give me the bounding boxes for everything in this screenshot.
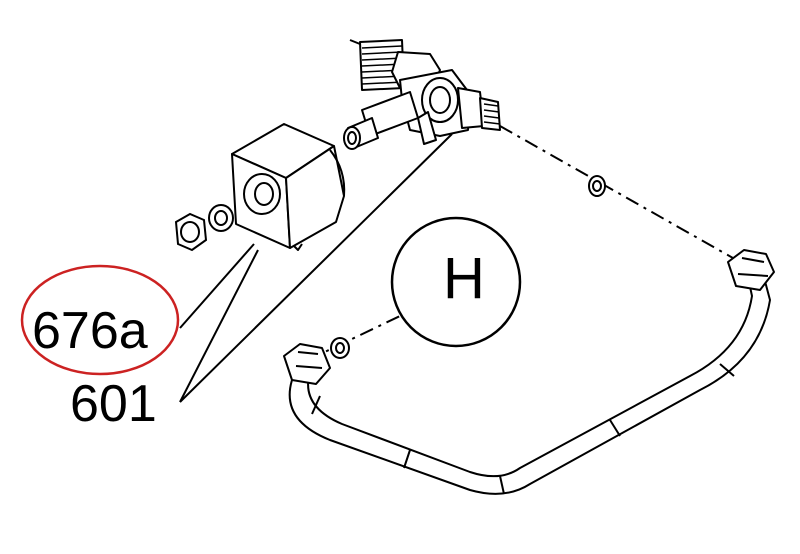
detail-circle [390,216,522,348]
solenoid-coil [231,123,346,251]
part-number-601-label: 601 [70,375,157,433]
highlight-ellipse [20,264,180,376]
small-washers [330,175,606,359]
leader-lines [179,133,453,403]
axis-lines [307,125,741,361]
detail-h-label: H [443,246,485,311]
nut-and-washer [174,204,234,252]
pipe-assembly [283,249,775,495]
valve-assembly [343,39,501,150]
part-number-676a-label: 676a [32,302,148,360]
